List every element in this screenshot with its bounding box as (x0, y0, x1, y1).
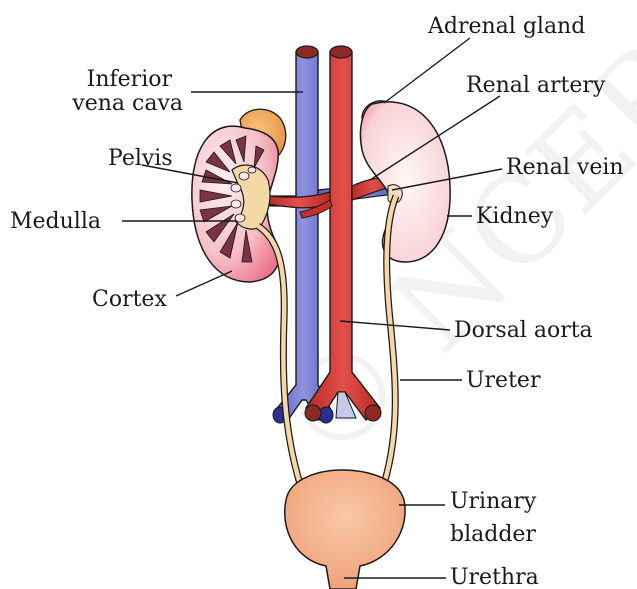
kidney-section (192, 126, 279, 282)
label-kidney: Kidney (476, 204, 554, 229)
label-adrenal-gland: Adrenal gland (427, 14, 585, 39)
urinary-bladder (285, 470, 405, 589)
label-medulla: Medulla (10, 209, 101, 234)
label-pelvis: Pelvis (108, 146, 173, 171)
label-dorsal-aorta: Dorsal aorta (454, 318, 593, 343)
label-inferior-vena-cava-line2: vena cava (71, 91, 183, 116)
label-cortex: Cortex (92, 287, 167, 312)
leader-adrenal-gland (384, 38, 470, 103)
label-urinary-bladder-line1: Urinary (450, 489, 537, 514)
label-inferior-vena-cava-line1: Inferior (87, 67, 173, 92)
label-renal-artery: Renal artery (466, 73, 606, 98)
label-urethra: Urethra (450, 565, 539, 589)
label-renal-vein: Renal vein (506, 155, 624, 180)
label-ureter: Ureter (466, 368, 541, 393)
leader-cortex (176, 271, 232, 296)
label-urinary-bladder-line2: bladder (450, 522, 536, 547)
